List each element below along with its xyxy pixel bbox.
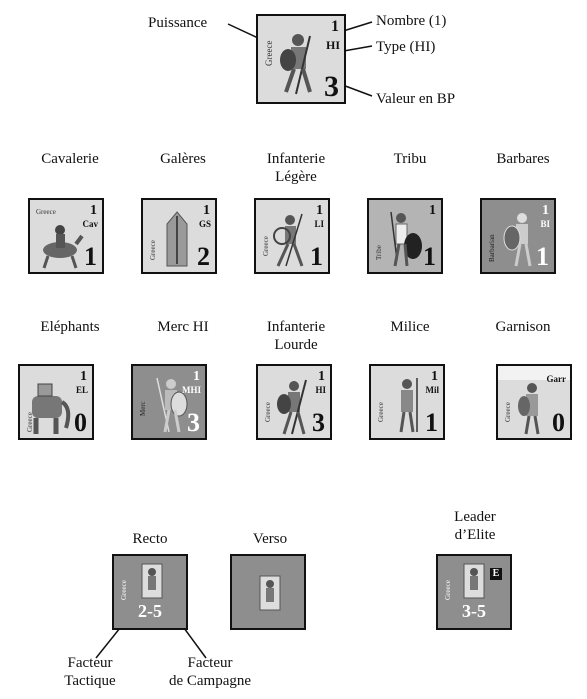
label-verso: Verso <box>252 531 288 547</box>
label-barbares: Barbares <box>496 151 550 167</box>
label-merc-hi: Merc HI <box>157 319 209 335</box>
cavalry-figure-icon <box>42 225 84 269</box>
counter-tribu: Tribe 1 1 <box>367 198 443 274</box>
counter-leader-elite: Greece E 3-5 <box>436 554 512 630</box>
counter-infanterie-legere: Greece 1 LI 1 <box>254 198 330 274</box>
label-tribu: Tribu <box>393 151 427 167</box>
label-facteur-tactique: Facteur Tactique <box>64 655 116 689</box>
label-valeur: Valeur en BP <box>376 91 456 107</box>
label-puissance: Puissance <box>148 15 208 31</box>
garrison-figure-icon <box>518 383 540 435</box>
leader-figure-icon <box>463 563 485 599</box>
counter-count: 1 <box>331 18 339 35</box>
counter-nation: Greece <box>264 40 274 66</box>
militia-figure-icon <box>399 378 418 433</box>
label-infanterie-legere: Infanterie Légère <box>266 151 326 185</box>
counter-merc-hi: Merc 1 MHI 3 <box>131 364 207 440</box>
tribe-warrior-icon <box>390 211 422 267</box>
label-galeres: Galères <box>160 151 206 167</box>
light-infantry-figure-icon <box>273 213 304 267</box>
label-milice: Milice <box>390 319 430 335</box>
counter-cavalerie: Greece 1 Cav 1 <box>28 198 104 274</box>
leader-figure-icon <box>141 563 163 599</box>
label-type: Type (HI) <box>376 39 436 55</box>
counter-leader-recto: Greece 2-5 <box>112 554 188 630</box>
leader-elite-value: 3-5 <box>462 601 486 621</box>
leader-figure-icon <box>259 575 281 611</box>
counter-garnison: Greece Garr 0 <box>496 364 572 440</box>
mercenary-infantry-icon <box>156 377 188 433</box>
counter-milice: Greece 1 Mil 1 <box>369 364 445 440</box>
counter-barbares: Barbarian 1 BI 1 <box>480 198 556 274</box>
counter-type: HI <box>325 38 340 52</box>
legend-counter: Greece 1 HI 3 <box>256 14 346 104</box>
leader-recto-value: 2-5 <box>138 601 162 621</box>
label-elephants: Eléphants <box>40 319 100 335</box>
elephant-figure-icon <box>32 383 71 434</box>
elite-badge: E <box>490 568 502 580</box>
counter-leader-verso <box>230 554 306 630</box>
label-cavalerie: Cavalerie <box>41 151 99 167</box>
counter-galeres: Greece 1 GS 2 <box>141 198 217 274</box>
label-garnison: Garnison <box>495 319 551 335</box>
label-facteur-campagne: Facteur de Campagne <box>168 655 252 689</box>
label-infanterie-lourde: Infanterie Lourde <box>266 319 326 353</box>
label-leader-elite: Leader d’Elite <box>454 509 496 543</box>
counter-value: 3 <box>324 70 339 103</box>
barbarian-warrior-icon <box>503 213 532 267</box>
heavy-infantry-figure-icon <box>280 34 312 95</box>
label-nombre: Nombre (1) <box>376 13 447 29</box>
galley-ship-icon <box>166 211 188 267</box>
counter-elephants: Greece 1 EL 0 <box>18 364 94 440</box>
counter-infanterie-lourde: Greece 1 HI 3 <box>256 364 332 440</box>
label-recto: Recto <box>132 531 168 547</box>
heavy-infantry-figure-icon <box>277 379 307 435</box>
